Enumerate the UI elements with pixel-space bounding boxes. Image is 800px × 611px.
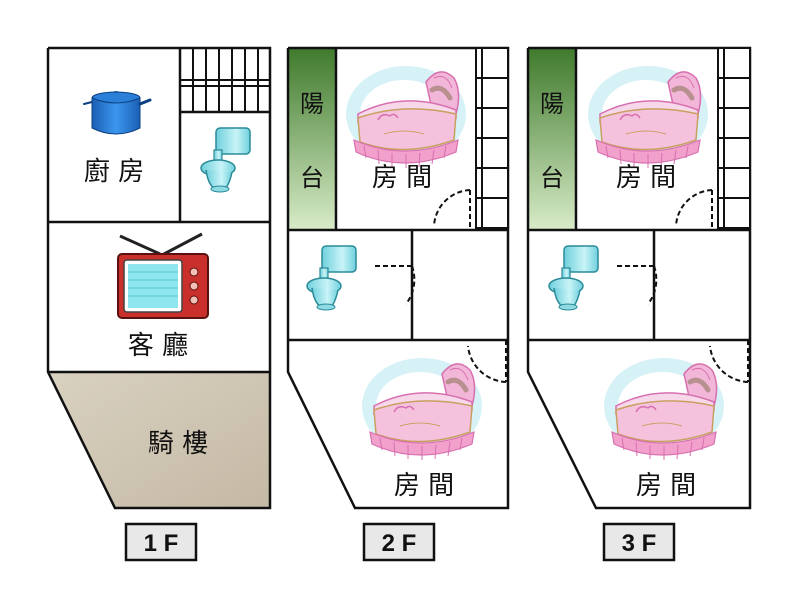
balcony-area	[288, 48, 336, 230]
room-label-kitchen: 廚 房	[84, 157, 144, 187]
arcade-area	[48, 372, 270, 508]
floor-label: 2 F	[382, 530, 417, 557]
room-label-bedroom-top: 房 間	[372, 163, 432, 193]
stairs-3f	[717, 47, 751, 229]
room-label-balcony-1: 陽	[300, 90, 324, 118]
stairs-2f	[475, 47, 509, 229]
crib-icon	[346, 66, 466, 168]
crib-icon	[604, 358, 724, 460]
door-bedroom-top	[675, 189, 713, 230]
crib-icon	[588, 66, 708, 168]
floor-tag-2f: 2 F	[362, 522, 436, 562]
room-label-bedroom-bottom: 房 間	[636, 471, 696, 501]
floor-2f: 陽 台 陽台 房 間 房 間 2 F	[286, 46, 510, 562]
room-label-balcony-2: 台	[300, 164, 324, 192]
door-bedroom-top	[433, 189, 471, 230]
room-label-balcony-1: 陽	[540, 90, 564, 118]
tv-icon	[117, 232, 209, 319]
pot-icon	[83, 91, 152, 135]
floor-label: 3 F	[622, 530, 657, 557]
toilet-icon	[306, 245, 357, 311]
door-bathroom	[616, 265, 658, 305]
toilet-icon	[200, 127, 251, 193]
floor-label: 1 F	[144, 530, 179, 557]
toilet-icon	[548, 245, 599, 311]
crib-icon	[362, 358, 482, 460]
floor-tag-3f: 3 F	[602, 522, 676, 562]
room-label-living: 客 廳	[128, 331, 188, 361]
room-label-balcony-2: 台	[540, 164, 564, 192]
door-bedroom-bottom	[467, 340, 507, 383]
room-label-bedroom-bottom: 房 間	[394, 471, 454, 501]
stairs-1f	[180, 48, 270, 112]
door-bathroom	[374, 265, 416, 305]
room-label-bedroom-top: 房 間	[616, 163, 676, 193]
door-bedroom-bottom	[709, 340, 749, 383]
floor-1f: 廚 房 客 廳 騎 樓 1 F	[46, 46, 272, 562]
balcony-area	[528, 48, 576, 230]
floor-3f: 陽 台 陽台 房 間 房 間 3 F	[526, 46, 752, 562]
room-label-arcade: 騎 樓	[148, 429, 208, 459]
floor-tag-1f: 1 F	[124, 522, 198, 562]
